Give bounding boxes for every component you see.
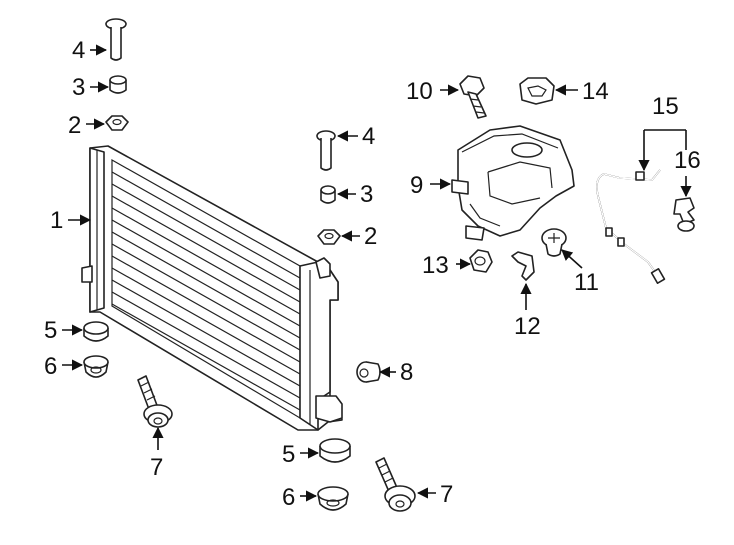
callout-13: 13 [422, 252, 449, 279]
pin-icon [316, 130, 336, 171]
callout-8: 8 [400, 359, 413, 386]
mount-cushion-icon [83, 355, 109, 378]
callout-7: 7 [150, 454, 163, 481]
bushing-icon [109, 75, 127, 94]
callout-7-bottom: 7 [440, 481, 453, 508]
callout-14: 14 [582, 78, 609, 105]
mount-cushion-icon [83, 321, 109, 342]
callout-5-bottom: 5 [282, 441, 295, 468]
bolt-icon [459, 75, 487, 119]
callout-11: 11 [574, 269, 599, 296]
callout-6: 6 [44, 353, 57, 380]
mount-cushion-icon [319, 438, 351, 463]
bolt-icon [375, 457, 416, 512]
coolant-reservoir-icon [451, 125, 575, 241]
grommet-icon [356, 361, 381, 383]
radiator-icon [81, 145, 343, 431]
callout-3-right: 3 [360, 181, 373, 208]
nut-icon [105, 115, 129, 131]
reservoir-cap-icon [519, 77, 555, 105]
callout-6-bottom: 6 [282, 484, 295, 511]
bushing-icon [320, 185, 336, 204]
callout-1: 1 [50, 207, 63, 234]
clamp-icon [673, 197, 695, 232]
callout-2: 2 [68, 112, 81, 139]
leader-lines [62, 44, 692, 502]
callout-labels: 4 3 2 1 5 6 7 4 3 2 8 5 6 7 9 10 14 11 1… [44, 37, 701, 511]
bolt-icon [137, 375, 173, 428]
callout-4-right: 4 [362, 123, 375, 150]
callout-3: 3 [72, 74, 85, 101]
bracket-icon [511, 251, 535, 281]
nut-icon [469, 249, 493, 273]
push-clip-icon [541, 228, 567, 257]
nut-icon [317, 229, 341, 245]
callout-10: 10 [406, 78, 433, 105]
callout-2-right: 2 [364, 223, 377, 250]
hose-icon [596, 169, 666, 284]
pin-icon [105, 18, 127, 61]
callout-4: 4 [72, 37, 85, 64]
callout-16: 16 [674, 147, 701, 174]
callout-15: 15 [652, 93, 679, 120]
callout-12: 12 [514, 313, 541, 340]
callout-5: 5 [44, 317, 57, 344]
mount-cushion-icon [317, 486, 349, 511]
callout-9: 9 [410, 172, 423, 199]
